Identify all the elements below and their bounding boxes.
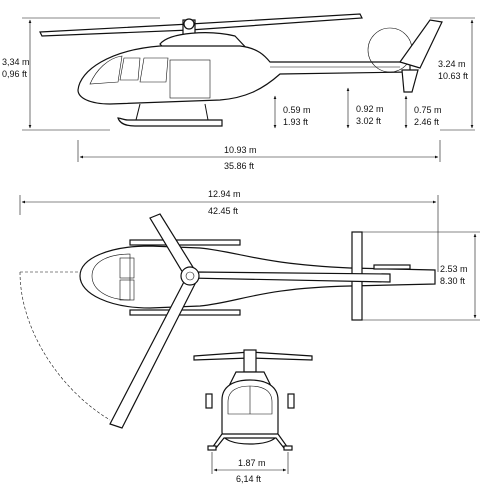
side-view (39, 13, 443, 127)
landing-skid-top-left (129, 239, 241, 246)
top-view (19, 213, 436, 429)
windscreen-front (227, 385, 273, 415)
top-dimensions: 12.94 m 42.45 ft 2.53 m 8.30 ft (19, 189, 480, 321)
stabilizer-span-m: 2.53 m (440, 264, 468, 274)
door-outline (169, 59, 211, 99)
height-tail-ft: 10.63 ft (438, 71, 469, 81)
tail-skid-ft: 2.46 ft (414, 117, 440, 127)
cabin-window-front (119, 57, 141, 81)
tail-rotor-top (373, 264, 411, 270)
tail-skid-m: 0.75 m (414, 105, 442, 115)
vertical-fin (399, 19, 443, 69)
fuselage-length-ft: 35.86 ft (224, 161, 255, 171)
fuselage-side (77, 45, 411, 105)
skid-track-m: 1.87 m (238, 458, 266, 468)
rotor-hub (183, 18, 195, 30)
stabilizer-span-ft: 8.30 ft (440, 276, 466, 286)
height-tail-m: 3.24 m (438, 59, 466, 69)
tail-clearance-ft: 3.02 ft (356, 116, 382, 126)
front-dimensions: 1.87 m 6,14 ft (211, 452, 289, 484)
ventral-fin (401, 69, 419, 93)
overall-length-ft: 42.45 ft (208, 206, 239, 216)
skid-strut-front (135, 103, 141, 121)
tail-clearance-m: 0.92 m (356, 104, 384, 114)
fuselage-length-m: 10.93 m (224, 145, 257, 155)
skid-strut-rear (204, 103, 209, 121)
skid-track-ft: 6,14 ft (236, 474, 262, 484)
cockpit-windscreen (89, 55, 123, 85)
landing-skid-side (117, 117, 223, 127)
rotor-mast-front (243, 349, 257, 373)
rotor-hub-top (180, 266, 200, 286)
side-dimensions: 3,34 m 0,96 ft 3.24 m 10.63 ft 0.59 m 1.… (2, 17, 475, 171)
overall-length-m: 12.94 m (208, 189, 241, 199)
front-view (193, 349, 313, 451)
cabin-window-rear (139, 57, 169, 83)
cockpit-glazing-top (91, 253, 131, 301)
rotor-sweep-arc (19, 271, 111, 421)
landing-skid-top-right (129, 309, 241, 316)
skid-clearance-m: 0.59 m (283, 105, 311, 115)
height-rotor-ft: 0,96 ft (2, 69, 28, 79)
height-rotor-m: 3,34 m (2, 57, 30, 67)
skid-clearance-ft: 1.93 ft (283, 117, 309, 127)
